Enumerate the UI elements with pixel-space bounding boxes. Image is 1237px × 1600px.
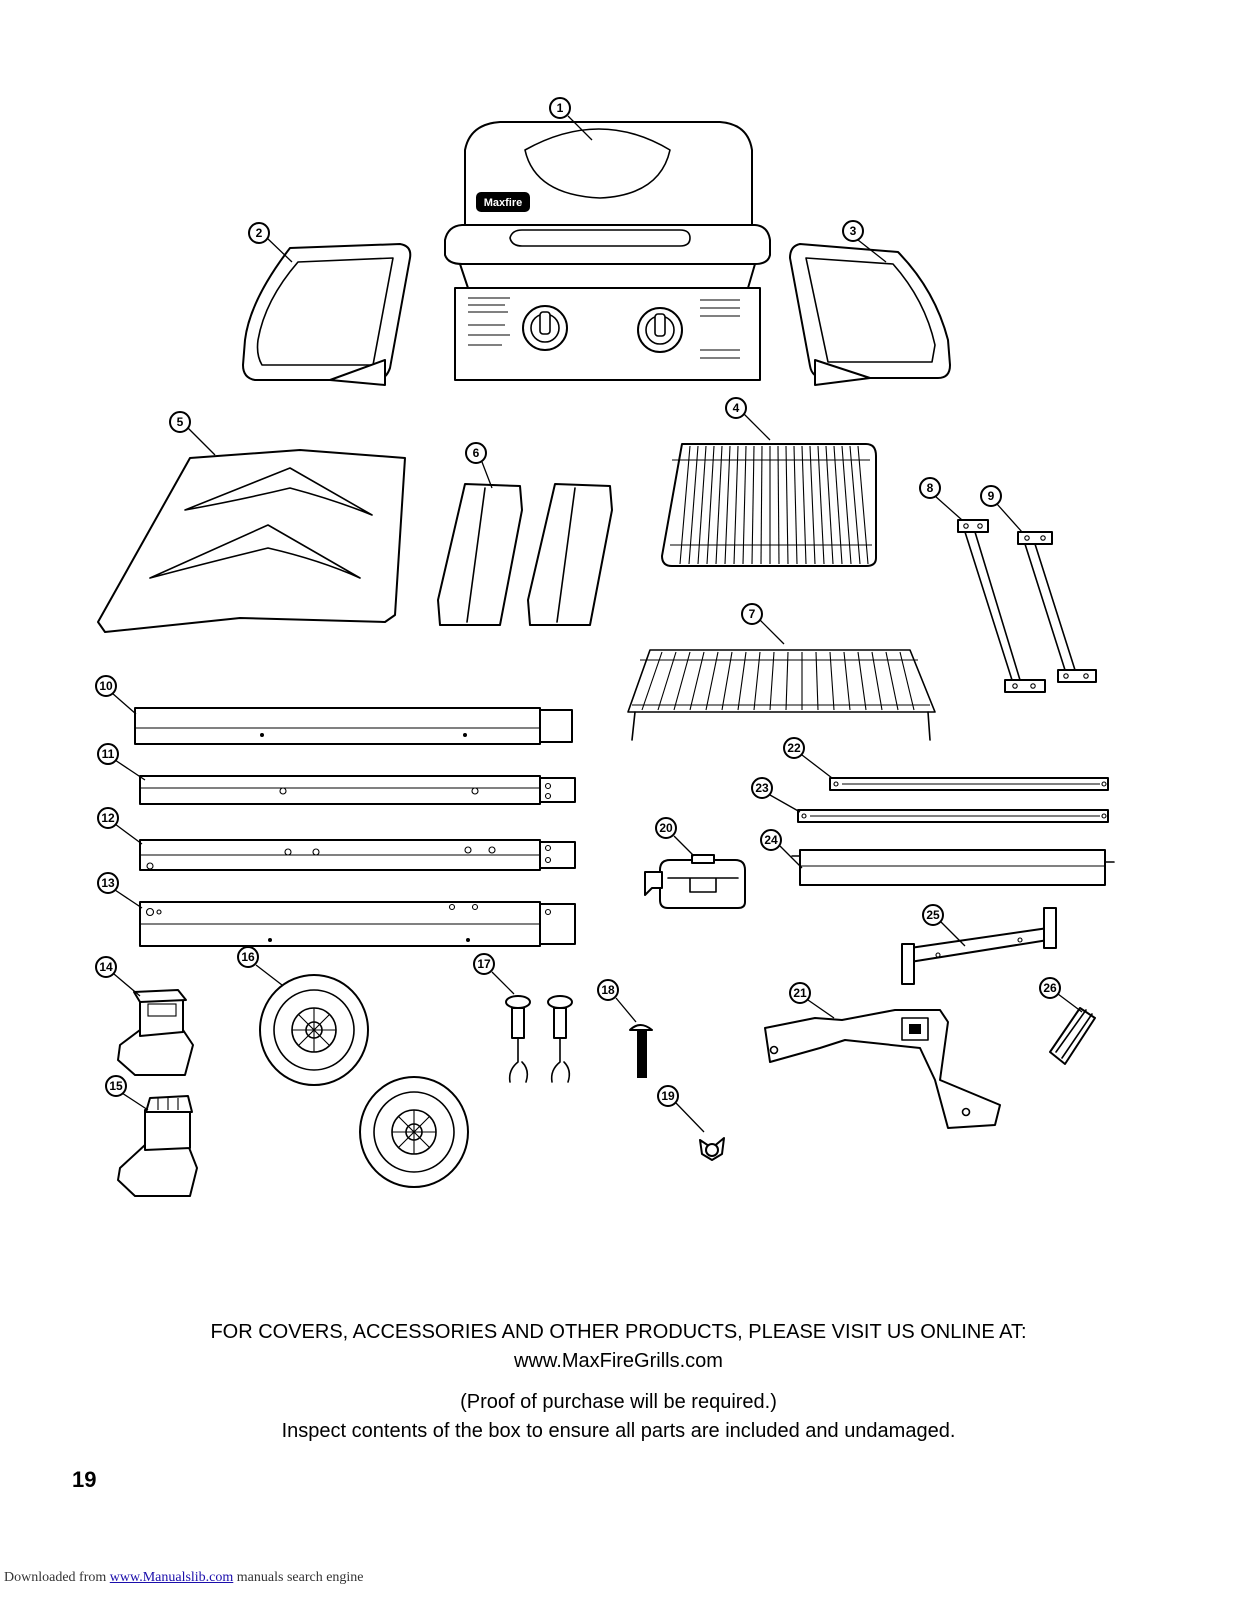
svg-text:11: 11 (102, 747, 115, 761)
footer-visit-text: FOR COVERS, ACCESSORIES AND OTHER PRODUC… (210, 1321, 1027, 1343)
svg-text:7: 7 (749, 607, 756, 621)
part-4-cooking-grate (661, 443, 877, 567)
callout-13: 13 (97, 872, 143, 909)
svg-text:15: 15 (109, 1079, 123, 1093)
svg-text:18: 18 (601, 983, 615, 997)
callout-4: 4 (725, 397, 771, 441)
part-16-wheels (259, 974, 469, 1188)
callout-3: 3 (842, 220, 887, 263)
callout-8: 8 (919, 477, 963, 521)
part-23-rail (797, 809, 1109, 823)
svg-text:2: 2 (256, 226, 263, 240)
callout-24: 24 (760, 829, 803, 869)
part-18-bolt (629, 1024, 653, 1078)
svg-text:5: 5 (177, 415, 184, 429)
svg-text:10: 10 (99, 679, 113, 693)
brand-logo: Maxfire (484, 197, 523, 209)
callout-2: 2 (248, 222, 293, 263)
part-19-wing-nut (699, 1137, 725, 1161)
part-20-bracket (644, 854, 746, 909)
part-1-grill-head: Maxfire (444, 121, 771, 381)
svg-text:14: 14 (99, 960, 113, 974)
part-22-rail (829, 777, 1109, 791)
part-24-rail (791, 849, 1115, 886)
callout-19: 19 (657, 1085, 705, 1133)
callout-22: 22 (783, 737, 833, 779)
callout-6: 6 (465, 442, 493, 489)
callout-12: 12 (97, 807, 143, 845)
part-7-warming-rack (627, 649, 936, 741)
part-25-cross-bracket (901, 907, 1057, 985)
callout-9: 9 (980, 485, 1023, 533)
svg-text:19: 19 (661, 1089, 675, 1103)
svg-text:24: 24 (764, 833, 778, 847)
svg-text:4: 4 (733, 401, 740, 415)
watermark-prefix: Downloaded from (4, 1570, 110, 1585)
svg-text:23: 23 (755, 781, 769, 795)
svg-text:17: 17 (477, 957, 491, 971)
svg-text:21: 21 (793, 986, 807, 1000)
svg-text:12: 12 (101, 811, 115, 825)
part-2-left-side-shelf (242, 243, 412, 386)
part-3-right-side-shelf (789, 243, 951, 386)
parts-diagram: Maxfire (95, 97, 1115, 1197)
part-13-leg (139, 901, 576, 947)
callout-23: 23 (751, 777, 801, 813)
part-12-leg (139, 839, 576, 871)
callout-15: 15 (105, 1075, 149, 1111)
svg-text:22: 22 (787, 741, 801, 755)
page-number: 19 (72, 1467, 97, 1492)
callout-1: 1 (549, 97, 593, 141)
svg-text:26: 26 (1043, 981, 1057, 995)
part-9-brace (1017, 531, 1097, 683)
footer-inspect-contents: Inspect contents of the box to ensure al… (281, 1420, 956, 1442)
callout-21: 21 (789, 982, 835, 1019)
part-15-leg-cap (117, 1095, 198, 1197)
svg-text:25: 25 (926, 908, 940, 922)
callout-11: 11 (97, 743, 146, 781)
part-11-leg (139, 775, 576, 805)
part-21-base-bracket (764, 1009, 1001, 1129)
callout-20: 20 (655, 817, 695, 857)
svg-text:3: 3 (850, 224, 857, 238)
part-17-axle-pins (505, 995, 573, 1083)
svg-text:20: 20 (659, 821, 673, 835)
watermark-suffix: manuals search engine (233, 1570, 364, 1585)
part-26-clip (1049, 1007, 1096, 1065)
callout-18: 18 (597, 979, 637, 1023)
part-14-leg-cap (117, 989, 194, 1076)
svg-text:13: 13 (101, 876, 115, 890)
callout-16: 16 (237, 946, 283, 986)
part-6-heat-plates (437, 483, 613, 626)
svg-text:9: 9 (988, 489, 995, 503)
callout-26: 26 (1039, 977, 1083, 1013)
callout-14: 14 (95, 956, 141, 997)
part-8-brace (957, 519, 1046, 693)
callout-10: 10 (95, 675, 137, 715)
svg-text:16: 16 (241, 950, 255, 964)
callout-5: 5 (169, 411, 216, 456)
callout-7: 7 (741, 603, 785, 645)
callout-25: 25 (922, 904, 966, 947)
callout-17: 17 (473, 953, 515, 995)
svg-text:8: 8 (927, 481, 934, 495)
part-10-leg (134, 707, 573, 745)
watermark: Downloaded from www.Manualslib.com manua… (4, 1570, 364, 1586)
footer-website: www.MaxFireGrills.com (514, 1350, 723, 1372)
part-5-heat-tent (97, 449, 406, 633)
svg-text:1: 1 (557, 101, 564, 115)
svg-text:6: 6 (473, 446, 480, 460)
footer-proof-of-purchase: (Proof of purchase will be required.) (460, 1391, 777, 1413)
watermark-link[interactable]: www.Manualslib.com (109, 1570, 234, 1585)
